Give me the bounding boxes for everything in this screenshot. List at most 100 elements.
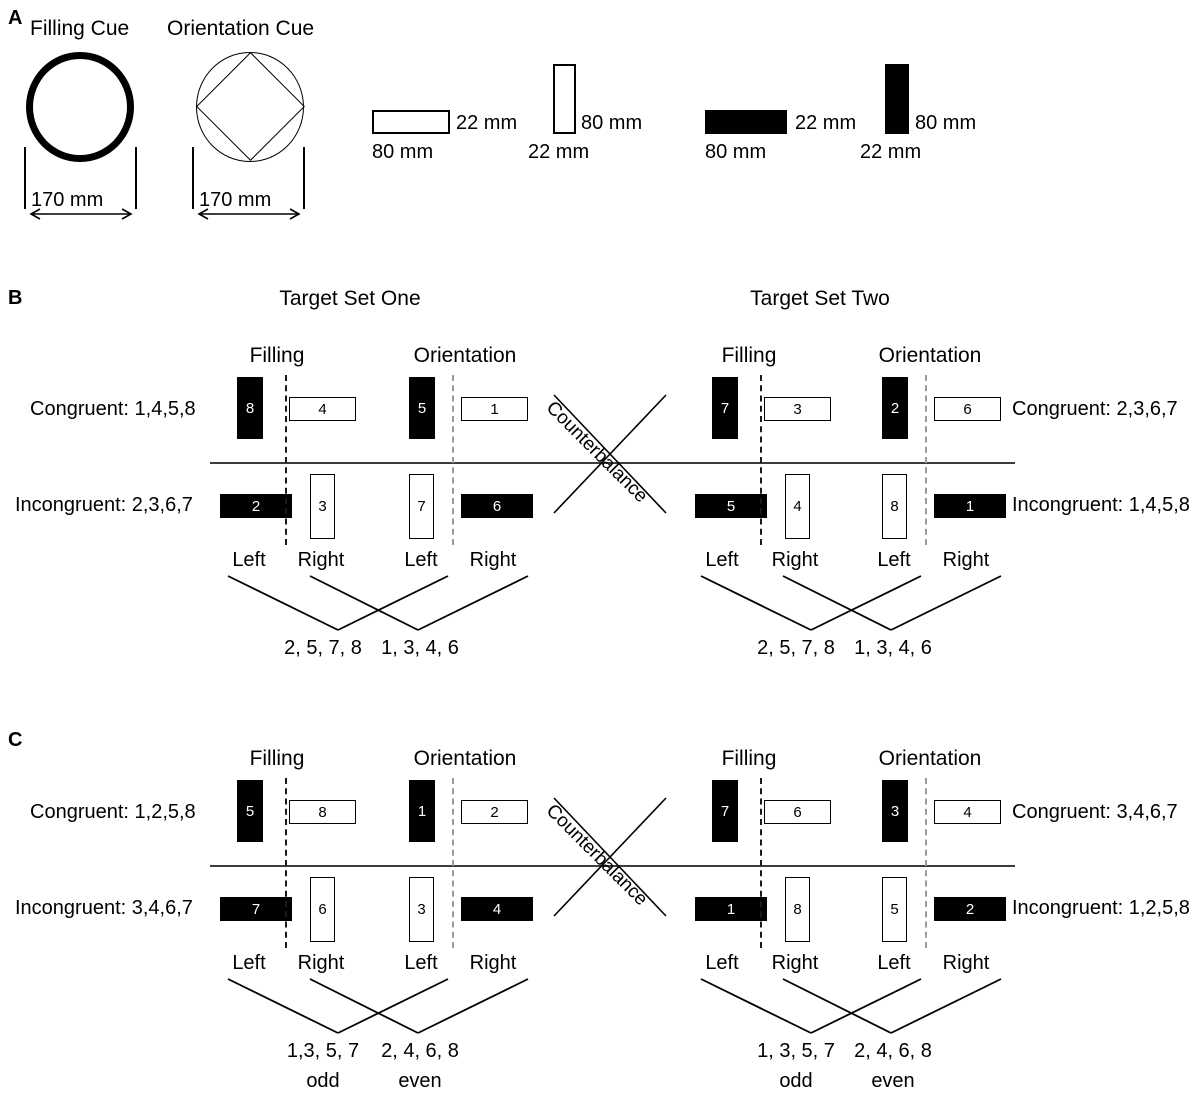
- b-right-congruent-target-3: 2: [882, 377, 908, 439]
- c-right-incongruent-target-1: 1: [695, 897, 767, 921]
- c-right-incongruent-target-2: 8: [785, 877, 810, 942]
- c-right-incongruent-target-3: 5: [882, 877, 907, 942]
- b-left-response-mapping-lines: [227, 575, 529, 631]
- b-right-divider-orientation: [925, 375, 927, 545]
- b-right-lr-2: Right: [771, 549, 819, 571]
- b-counterbalance-arrows: [553, 394, 667, 514]
- c-right-header-filling: Filling: [721, 747, 777, 770]
- c-left-incongruent-target-2: 6: [310, 877, 335, 942]
- orientation-cue-extension-right: [303, 147, 305, 209]
- b-left-incongruent-target-4: 6: [461, 494, 533, 518]
- panel-label-a: A: [8, 7, 23, 29]
- c-right-congruent-target-2: 6: [764, 800, 831, 824]
- sample-2-width-label: 22 mm: [528, 141, 590, 163]
- c-left-separator: [210, 865, 973, 867]
- target-set-one-title: Target Set One: [279, 287, 421, 310]
- b-left-congruent-label: Congruent: 1,4,5,8: [30, 398, 196, 420]
- c-right-response-parity-1: odd: [779, 1070, 813, 1092]
- orientation-cue-extension-left: [192, 147, 194, 209]
- c-right-divider-orientation: [925, 778, 927, 948]
- c-right-response-group-2: 2, 4, 6, 8: [854, 1040, 932, 1062]
- filling-cue-width-label: 170 mm: [31, 189, 104, 211]
- sample-1-height-label: 22 mm: [456, 112, 518, 134]
- c-left-congruent-target-1: 5: [237, 780, 263, 842]
- c-left-divider-filling: [285, 778, 287, 948]
- c-left-response-mapping-lines: [227, 978, 529, 1034]
- b-right-response-mapping-lines: [700, 575, 1002, 631]
- c-right-lr-2: Right: [771, 952, 819, 974]
- c-right-congruent-target-3: 3: [882, 780, 908, 842]
- c-right-separator: [685, 865, 1015, 867]
- sample-target-black-vertical: [885, 64, 909, 134]
- sample-target-white-vertical: [553, 64, 576, 134]
- c-left-congruent-label: Congruent: 1,2,5,8: [30, 801, 196, 823]
- b-left-lr-3: Left: [404, 549, 438, 571]
- b-left-incongruent-target-3: 7: [409, 474, 434, 539]
- b-right-divider-filling: [760, 375, 762, 545]
- panel-label-b: B: [8, 287, 23, 309]
- filling-cue-extension-left: [24, 147, 26, 209]
- sample-2-height-label: 80 mm: [581, 112, 643, 134]
- filling-cue-extension-right: [135, 147, 137, 209]
- filling-cue-title: Filling Cue: [30, 17, 130, 40]
- b-right-separator: [685, 462, 1015, 464]
- filling-cue-dimension-arrow: [29, 208, 133, 220]
- sample-3-height-label: 22 mm: [795, 112, 857, 134]
- c-right-divider-filling: [760, 778, 762, 948]
- b-left-lr-1: Left: [232, 549, 266, 571]
- b-right-header-orientation: Orientation: [878, 344, 982, 367]
- c-left-congruent-target-3: 1: [409, 780, 435, 842]
- b-right-incongruent-target-4: 1: [934, 494, 1006, 518]
- b-right-lr-1: Left: [705, 549, 739, 571]
- sample-3-width-label: 80 mm: [705, 141, 767, 163]
- c-left-response-group-2: 2, 4, 6, 8: [381, 1040, 459, 1062]
- c-right-incongruent-target-4: 2: [934, 897, 1006, 921]
- b-left-congruent-target-1: 8: [237, 377, 263, 439]
- b-right-response-group-2: 1, 3, 4, 6: [854, 637, 932, 659]
- c-right-congruent-label: Congruent: 3,4,6,7: [1012, 801, 1178, 823]
- c-right-congruent-target-1: 7: [712, 780, 738, 842]
- c-left-incongruent-target-1: 7: [220, 897, 292, 921]
- b-left-incongruent-label: Incongruent: 2,3,6,7: [15, 494, 193, 516]
- c-right-lr-4: Right: [942, 952, 990, 974]
- b-right-congruent-label: Congruent: 2,3,6,7: [1012, 398, 1178, 420]
- b-right-header-filling: Filling: [721, 344, 777, 367]
- c-left-lr-2: Right: [297, 952, 345, 974]
- c-left-incongruent-target-3: 3: [409, 877, 434, 942]
- b-right-lr-4: Right: [942, 549, 990, 571]
- c-left-header-filling: Filling: [249, 747, 305, 770]
- c-left-header-orientation: Orientation: [413, 747, 517, 770]
- b-left-incongruent-target-2: 3: [310, 474, 335, 539]
- c-right-header-orientation: Orientation: [878, 747, 982, 770]
- b-right-congruent-target-1: 7: [712, 377, 738, 439]
- c-counterbalance-arrows: [553, 797, 667, 917]
- c-left-incongruent-target-4: 4: [461, 897, 533, 921]
- panel-label-c: C: [8, 729, 23, 751]
- b-right-lr-3: Left: [877, 549, 911, 571]
- b-right-incongruent-target-1: 5: [695, 494, 767, 518]
- c-right-response-group-1: 1, 3, 5, 7: [757, 1040, 835, 1062]
- b-right-incongruent-label: Incongruent: 1,4,5,8: [1012, 494, 1190, 516]
- target-set-two-title: Target Set Two: [750, 287, 890, 310]
- orientation-cue-dimension-arrow: [197, 208, 301, 220]
- filling-cue-circle: [26, 52, 134, 162]
- sample-target-white-horizontal: [372, 110, 450, 134]
- c-right-congruent-target-4: 4: [934, 800, 1001, 824]
- b-left-lr-2: Right: [297, 549, 345, 571]
- c-left-congruent-target-4: 2: [461, 800, 528, 824]
- b-left-divider-orientation: [452, 375, 454, 545]
- orientation-cue-circle: [196, 52, 304, 162]
- b-left-congruent-target-3: 5: [409, 377, 435, 439]
- c-left-lr-3: Left: [404, 952, 438, 974]
- c-left-divider-orientation: [452, 778, 454, 948]
- c-left-lr-1: Left: [232, 952, 266, 974]
- b-right-incongruent-target-2: 4: [785, 474, 810, 539]
- b-left-separator: [210, 462, 973, 464]
- c-left-lr-4: Right: [469, 952, 517, 974]
- c-left-response-parity-2: even: [398, 1070, 442, 1092]
- c-right-response-mapping-lines: [700, 978, 1002, 1034]
- c-right-lr-1: Left: [705, 952, 739, 974]
- b-left-header-orientation: Orientation: [413, 344, 517, 367]
- c-right-incongruent-label: Incongruent: 1,2,5,8: [1012, 897, 1190, 919]
